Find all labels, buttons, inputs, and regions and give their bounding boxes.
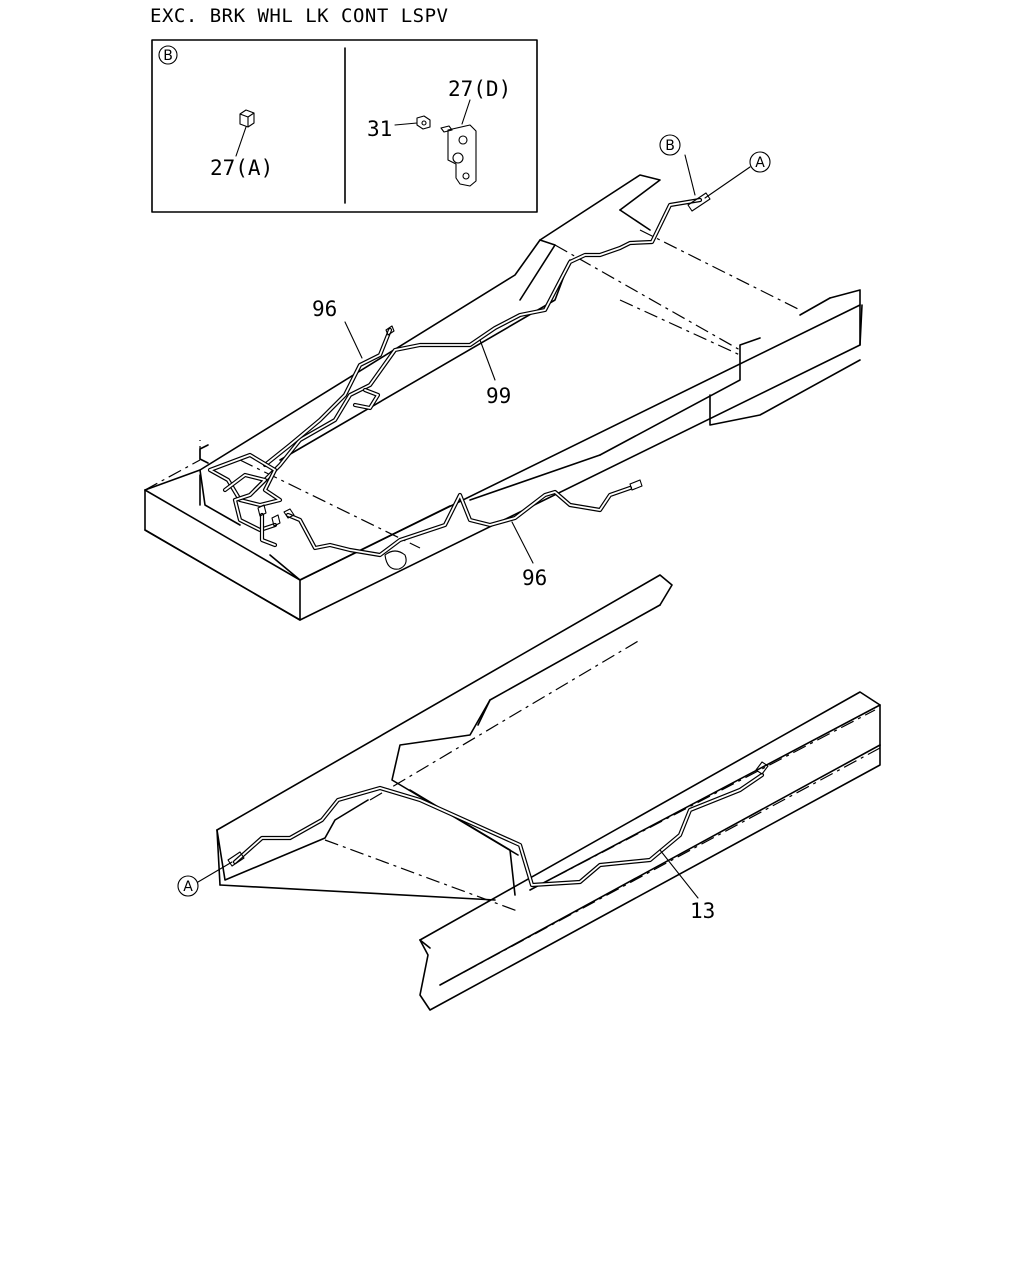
detail-inset: B 27(A) 31 27(D): [151, 39, 538, 213]
upper-callouts: B A 96 99 96: [312, 134, 771, 590]
bracket-27d-part: [440, 99, 477, 187]
label-27a: 27(A): [210, 156, 273, 180]
label-96-upper: 96: [312, 297, 337, 321]
marker-b-upper: B: [659, 134, 681, 156]
svg-text:A: A: [755, 155, 765, 171]
label-27d: 27(D): [448, 77, 511, 101]
nut-31-part: [394, 115, 431, 130]
marker-a-lower: A: [177, 875, 199, 897]
svg-text:B: B: [665, 138, 675, 154]
label-96-lower: 96: [522, 566, 547, 590]
clip-27a-part: [235, 109, 255, 157]
svg-text:A: A: [183, 879, 193, 895]
lower-brake-pipe: [227, 761, 769, 888]
inset-frame: [151, 39, 538, 213]
lower-frame: [216, 574, 881, 1011]
marker-a-upper: A: [749, 151, 771, 173]
label-13: 13: [690, 899, 715, 923]
lower-callouts: A 13: [177, 849, 715, 923]
view-marker-b: B: [158, 45, 178, 65]
label-31: 31: [367, 117, 392, 141]
svg-text:B: B: [163, 48, 173, 64]
label-99: 99: [486, 384, 511, 408]
diagram-title: EXC. BRK WHL LK CONT LSPV: [150, 5, 448, 27]
upper-brake-pipes: [207, 192, 711, 558]
